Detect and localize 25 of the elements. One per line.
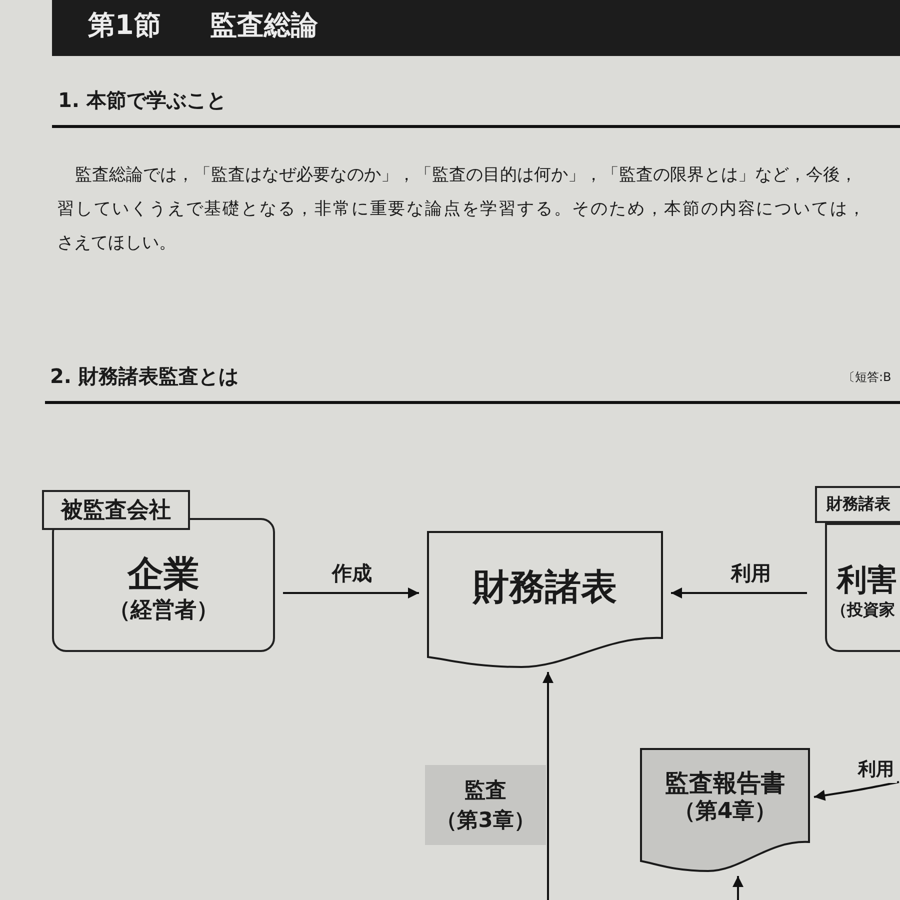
label-box [425, 765, 546, 845]
note-text: 〔短答:B [843, 369, 892, 385]
arrow [814, 781, 900, 801]
node-title: 企業 [128, 552, 200, 596]
section-heading: 2. 財務諸表監査とは [50, 363, 238, 390]
body-text: 習していくうえで基礎となる，非常に重要な論点を学習する。そのため，本節の内容については， [57, 198, 867, 221]
node-title: 監査報告書 [665, 768, 785, 798]
body-text: 監査総論では，「監査はなぜ必要なのか」，「監査の目的は何か」，「監査の限界とは」など，今後， [75, 164, 857, 187]
arrow [671, 588, 807, 598]
arrow [542, 672, 554, 900]
body-text: さえてほしい。 [57, 232, 176, 255]
tag-label: 財務諸表 [815, 486, 900, 523]
node-title: 財務諸表 [473, 566, 617, 610]
node-subtitle: （投資家 [831, 600, 895, 620]
section-heading: 1. 本節で学ぶこと [58, 87, 226, 114]
node-subtitle: （第3章） [436, 807, 535, 833]
tag-label: 被監査会社 [42, 490, 190, 530]
arrow [732, 876, 744, 900]
edge-label: 利用 [855, 757, 897, 783]
arrow [283, 588, 419, 598]
node-title: 利害 [835, 562, 897, 600]
page-title: 第1節 監査総論 [88, 9, 318, 43]
node-subtitle: （第4章） [673, 798, 777, 826]
node-title: 監査 [464, 777, 506, 803]
node-subtitle: （経営者） [108, 596, 218, 624]
